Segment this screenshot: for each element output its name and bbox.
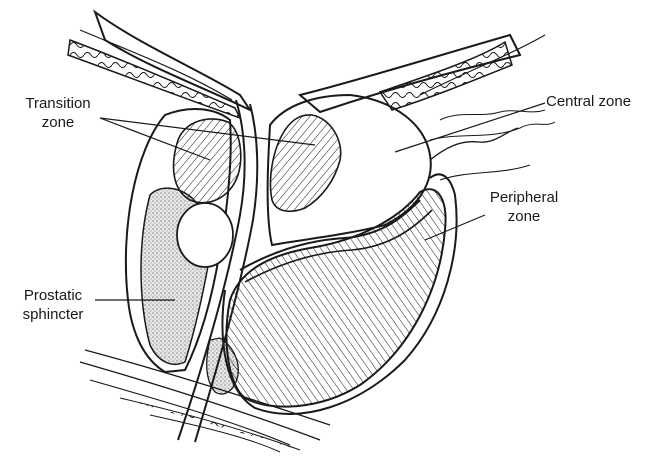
label-central-zone: Central zone: [546, 92, 631, 111]
label-prostatic-sphincter: Prostatic sphincter: [8, 286, 98, 324]
label-peripheral-zone: Peripheral zone: [474, 188, 574, 226]
seminal-vesicle-lower: [440, 165, 530, 180]
label-prostatic-sphincter-line1: Prostatic: [8, 286, 98, 305]
label-peripheral-zone-line1: Peripheral: [474, 188, 574, 207]
transition-zone-right: [271, 115, 341, 211]
label-prostatic-sphincter-line2: sphincter: [8, 305, 98, 324]
label-central-zone-text: Central zone: [546, 92, 631, 111]
peripheral-zone-region: [226, 189, 445, 406]
label-transition-zone-line1: Transition: [8, 94, 108, 113]
label-peripheral-zone-line2: zone: [474, 207, 574, 226]
periurethral-cavity: [177, 203, 233, 267]
label-transition-zone: Transition zone: [8, 94, 108, 132]
upper-right-fibrous-band: [300, 35, 555, 140]
label-transition-zone-line2: zone: [8, 113, 108, 132]
